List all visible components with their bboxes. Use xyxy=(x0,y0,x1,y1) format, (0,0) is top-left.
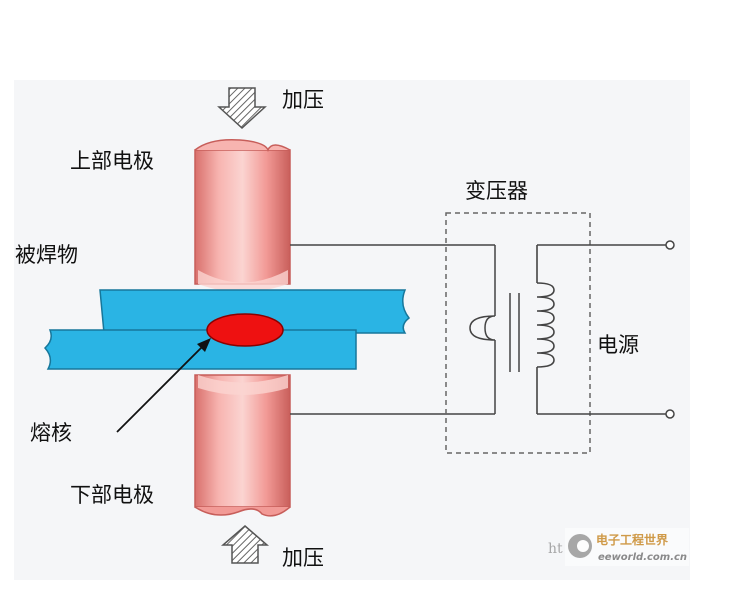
lower-electrode-label: 下部电极 xyxy=(70,483,154,507)
nugget-label: 熔核 xyxy=(30,421,72,445)
transformer-core xyxy=(509,293,520,372)
pressure-arrow-bottom-icon xyxy=(220,525,270,564)
primary-coil xyxy=(469,315,496,341)
source-terminal-bottom xyxy=(665,409,675,419)
workpiece-upper-plate xyxy=(99,289,411,334)
source-wires xyxy=(537,244,666,415)
lower-electrode xyxy=(194,374,291,517)
watermark-brand-cn: 电子工程世界 xyxy=(596,532,668,547)
source-terminal-top xyxy=(665,240,675,250)
pressure-arrow-top-icon xyxy=(217,87,267,130)
watermark-url-prefix: ht xyxy=(548,541,563,557)
eeworld-watermark: ht 电子工程世界 eeworld.com.cn xyxy=(548,528,689,566)
power-source-label: 电源 xyxy=(597,333,639,357)
nugget-pointer-arrow xyxy=(116,338,211,433)
workpiece-label: 被焊物 xyxy=(15,243,78,267)
watermark-brand-en: eeworld.com.cn xyxy=(598,552,687,563)
eeworld-logo-icon xyxy=(568,534,592,558)
pressure-top-label: 加压 xyxy=(282,88,324,112)
upper-electrode xyxy=(194,138,291,292)
weld-nugget xyxy=(206,313,284,347)
transformer-label: 变压器 xyxy=(465,179,528,203)
upper-electrode-label: 上部电极 xyxy=(70,149,154,173)
secondary-coil xyxy=(536,245,555,414)
primary-wires xyxy=(290,244,496,415)
transformer-box xyxy=(445,212,591,454)
pressure-bottom-label: 加压 xyxy=(282,546,324,570)
